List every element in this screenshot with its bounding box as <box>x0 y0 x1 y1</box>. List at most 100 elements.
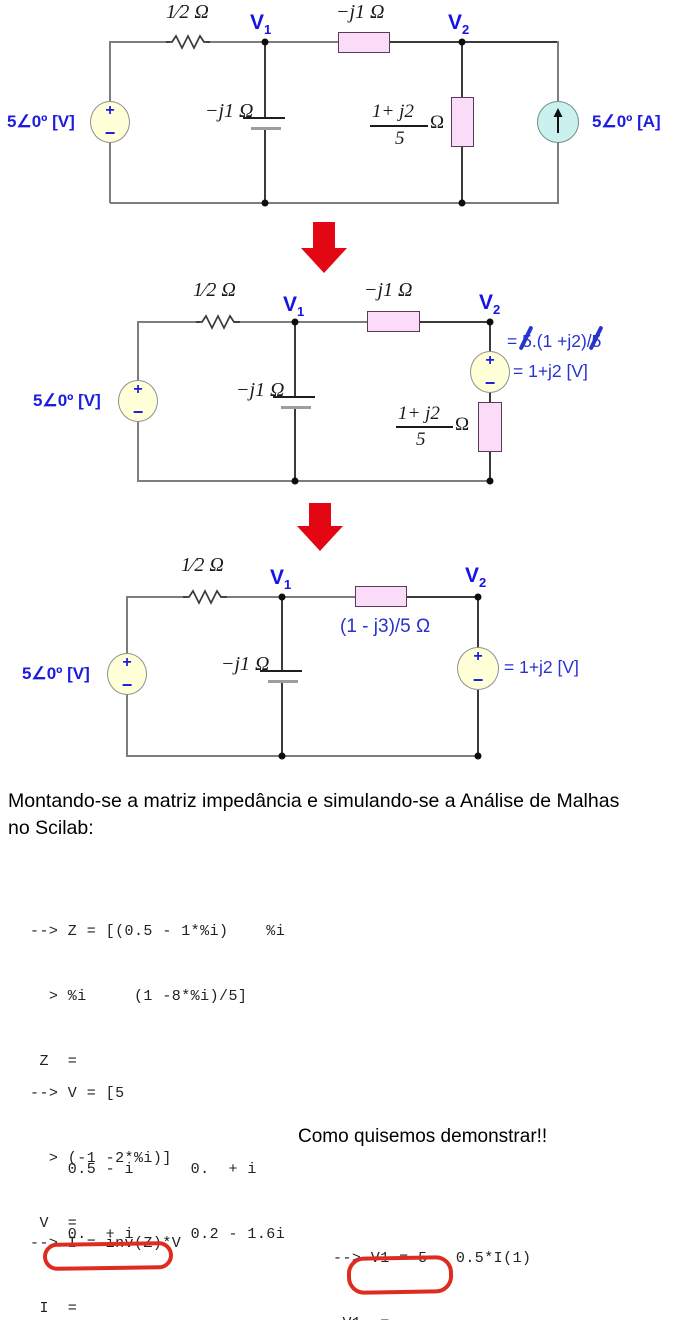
wire <box>234 321 369 323</box>
wire <box>138 321 200 323</box>
node-dot <box>474 752 482 760</box>
wire <box>264 41 266 117</box>
up-arrow-icon <box>553 108 563 133</box>
plus-sign: + <box>473 648 483 665</box>
node-dot <box>291 477 299 485</box>
minus-sign: − <box>121 675 133 695</box>
minus-sign: − <box>472 670 484 690</box>
shunt-impedance-numerator: 1+ j2 <box>398 403 440 424</box>
source-label: 5∠0º [V] <box>22 664 90 683</box>
node-dot <box>261 199 269 207</box>
resistor-icon <box>183 589 227 605</box>
voltage-source: + − <box>90 101 130 143</box>
node-label-v2: V2 <box>448 11 470 38</box>
paragraph-line: Montando-se a matriz impedância e simula… <box>8 790 620 812</box>
impedance-box-series <box>355 586 407 607</box>
current-source-label: 5∠0º [A] <box>592 112 661 131</box>
capacitor-plate <box>268 680 298 684</box>
wire <box>127 755 479 757</box>
annotation-result: = 1+j2 [V] <box>504 657 579 677</box>
shunt-impedance-denominator: 5 <box>416 429 426 450</box>
annotation-result: = 1+j2 [V] <box>513 361 588 381</box>
wire <box>489 390 491 404</box>
node-dot <box>261 38 269 46</box>
annotation-crossed-out: = 5.(1 +j2)/5 <box>507 331 602 351</box>
scilab-block-v: --> V = [5 > (-1 -2*%i)] V = 5. + 0.i -1… <box>30 1085 172 1232</box>
source-label: 5∠0º [V] <box>7 112 75 131</box>
node-dot <box>486 477 494 485</box>
shunt-impedance-unit: Ω <box>455 414 470 435</box>
node-dot <box>458 38 466 46</box>
impedance-box-series <box>338 32 390 53</box>
node-dot <box>278 593 286 601</box>
wire <box>138 480 491 482</box>
plus-sign: + <box>122 654 132 671</box>
wire <box>477 689 479 757</box>
minus-sign: − <box>132 402 144 422</box>
voltage-source: + − <box>107 653 147 695</box>
paragraph-line: no Scilab: <box>8 817 94 839</box>
node-dot <box>291 318 299 326</box>
impedance-box-shunt <box>478 402 502 452</box>
capacitor-label: −j1 Ω <box>205 100 254 122</box>
wire <box>221 596 357 598</box>
capacitor-plate <box>273 396 315 399</box>
impedance-box-shunt <box>451 97 474 147</box>
scilab-block-v1: --> V1 = 5 - 0.5*I(1) V1 = 2. - 1.i <box>333 1250 532 1320</box>
resistor-icon <box>166 34 210 50</box>
wire <box>110 202 559 204</box>
plus-sign: + <box>485 352 495 369</box>
node-label-v2: V2 <box>479 291 501 318</box>
paragraph: Montando-se a matriz impedância e simula… <box>8 788 680 842</box>
node-dot <box>458 199 466 207</box>
capacitor-plate <box>251 127 281 131</box>
wire <box>388 41 558 43</box>
wire <box>489 450 491 482</box>
fraction-bar <box>370 125 428 127</box>
scilab-block-z: --> Z = [(0.5 - 1*%i) %i > %i (1 -8*%i)/… <box>30 923 286 1243</box>
source-label: 5∠0º [V] <box>33 391 101 410</box>
node-dot <box>486 318 494 326</box>
scilab-block-i: --> I = inv(Z)*V I = 6. + 2.i 5. - 2.220… <box>30 1235 182 1317</box>
wire <box>206 41 391 43</box>
wire <box>489 321 491 354</box>
node-label-v2: V2 <box>465 564 487 591</box>
struck-five: 5 <box>522 331 532 351</box>
capacitor-plate <box>260 670 302 673</box>
resistor-label: 1⁄2 Ω <box>181 554 224 576</box>
series-impedance-label: −j1 Ω <box>364 279 413 301</box>
capacitor-plate <box>243 117 285 120</box>
wire <box>281 682 283 757</box>
wire <box>294 408 296 482</box>
wire <box>127 596 187 598</box>
struck-five: 5 <box>591 331 602 351</box>
resistor-icon <box>196 314 240 330</box>
wire <box>294 321 296 397</box>
wire <box>477 596 479 648</box>
wire <box>405 596 478 598</box>
voltage-source-equivalent: + − <box>470 351 510 393</box>
voltage-source-equivalent: + − <box>457 647 499 690</box>
wire <box>281 596 283 671</box>
node-label-v1: V1 <box>250 11 272 38</box>
capacitor-label: −j1 Ω <box>236 379 285 401</box>
series-impedance-label: (1 - j3)/5 Ω <box>340 616 431 637</box>
circuit-transformed-1: + − + − 5∠0º [V] 1⁄2 Ω V1 −j1 Ω V2 −j1 Ω… <box>0 0 683 520</box>
series-impedance-label: −j1 Ω <box>336 1 385 23</box>
shunt-impedance-numerator: 1+ j2 <box>372 101 414 122</box>
capacitor-label: −j1 Ω <box>221 653 270 675</box>
wire <box>110 41 170 43</box>
circuit-final: + − + − 5∠0º [V] 1⁄2 Ω V1 V2 −j1 Ω (1 - … <box>22 554 579 760</box>
node-label-v1: V1 <box>270 566 292 593</box>
highlight-box-v1 <box>346 1255 454 1295</box>
node-dot <box>474 593 482 601</box>
shunt-impedance-denominator: 5 <box>395 128 405 149</box>
minus-sign: − <box>104 123 116 143</box>
resistor-label: 1⁄2 Ω <box>166 1 209 23</box>
resistor-label: 1⁄2 Ω <box>193 279 236 301</box>
plus-sign: + <box>133 381 143 398</box>
wire <box>264 129 266 203</box>
fraction-bar <box>396 426 453 428</box>
voltage-source: + − <box>118 380 158 422</box>
